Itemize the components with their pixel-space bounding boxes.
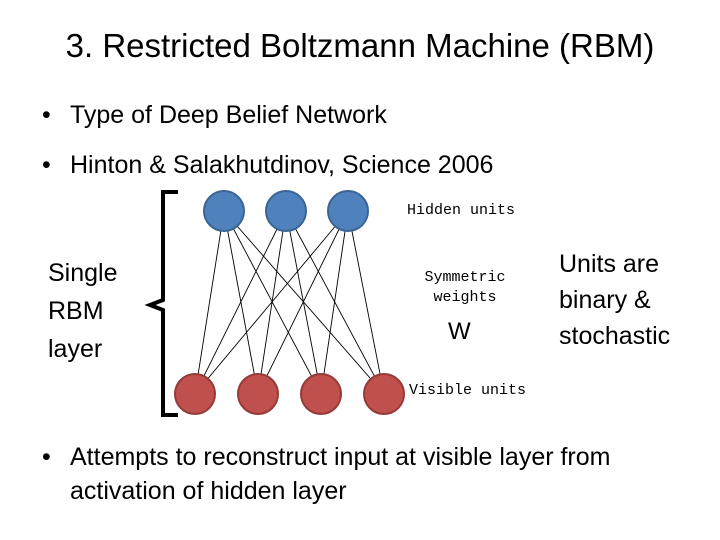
weight-edge [194, 210, 349, 395]
weight-edge [223, 210, 322, 395]
weights-label-line: Symmetric [424, 269, 506, 286]
units-note-line: Units are [559, 250, 660, 278]
bullet-item: Type of Deep Belief Network [42, 90, 493, 140]
layer-label-line: Single [48, 259, 118, 287]
symmetric-weights-label: Symmetric weights [410, 268, 520, 308]
single-rbm-layer-label: Single RBM layer [48, 254, 158, 368]
weight-edge [194, 210, 287, 395]
weight-edge [194, 210, 225, 395]
visible-unit-node [363, 373, 405, 415]
units-note: Units are binary & stochastic [559, 246, 709, 354]
weight-edges [194, 210, 385, 395]
hidden-unit-node [327, 190, 369, 232]
hidden-unit-node [203, 190, 245, 232]
visible-unit-node [174, 373, 216, 415]
visible-layer [174, 373, 405, 415]
weight-edge [257, 210, 349, 395]
visible-unit-node [300, 373, 342, 415]
visible-unit-node [237, 373, 279, 415]
weight-edge [320, 210, 349, 395]
layer-label-line: RBM [48, 297, 104, 325]
bullet-item: Attempts to reconstruct input at visible… [42, 440, 692, 508]
units-note-line: binary & [559, 286, 651, 314]
weights-symbol: W [448, 318, 471, 345]
weight-edge [223, 210, 385, 395]
hidden-units-label: Hidden units [407, 202, 516, 219]
slide-title: 3. Restricted Boltzmann Machine (RBM) [65, 27, 655, 64]
layer-label-line: layer [48, 335, 103, 363]
bullet-item: Hinton & Salakhutdinov, Science 2006 [42, 140, 493, 190]
layer-bracket [144, 190, 178, 417]
hidden-layer [203, 190, 369, 232]
units-note-line: stochastic [559, 322, 671, 350]
weight-edge [285, 210, 385, 395]
weight-edge [347, 210, 385, 395]
bottom-bullet-list: Attempts to reconstruct input at visible… [42, 440, 692, 508]
weights-label-line: weights [433, 289, 497, 306]
hidden-unit-node [265, 190, 307, 232]
visible-units-label: Visible units [409, 382, 527, 399]
top-bullet-list: Type of Deep Belief Network Hinton & Sal… [42, 90, 493, 190]
